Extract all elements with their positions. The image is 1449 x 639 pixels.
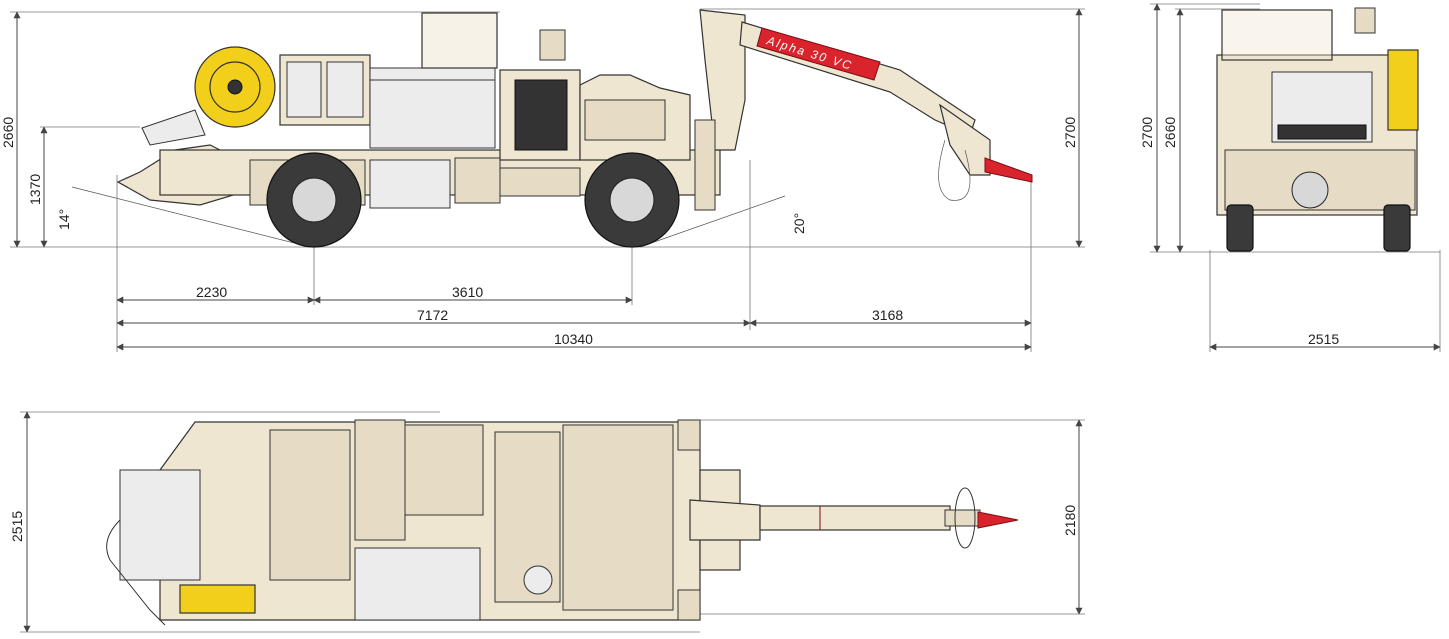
dim-front-height-label: 1370 <box>27 174 43 205</box>
rear-view: 2700 2660 2515 <box>1139 3 1441 352</box>
top-spray-nozzle <box>977 511 1019 529</box>
rear-right-wheel <box>1383 204 1411 252</box>
top-hose-reel <box>179 584 256 614</box>
side-view: 2660 1370 2700 14° 20° 2230 3610 7172 31… <box>0 8 1085 352</box>
spray-nozzle <box>984 157 1033 183</box>
rear-dim-height-label: 2700 <box>1139 117 1155 148</box>
top-view: 2515 2180 <box>9 411 1085 633</box>
rear-dim-width-label: 2515 <box>1308 331 1339 347</box>
dim-front-angle-label: 14° <box>56 209 72 230</box>
top-dim-boom-width-label: 2180 <box>1062 505 1078 536</box>
dim-total-length-label: 10340 <box>554 331 593 347</box>
dim-front-overhang-label: 2230 <box>196 284 227 300</box>
dim-rear-angle-label: 20° <box>791 213 807 234</box>
dim-boom-reach-label: 3168 <box>872 307 903 323</box>
dim-machine-length-label: 7172 <box>417 307 448 323</box>
top-dim-width-label: 2515 <box>9 511 25 542</box>
dim-overall-height-label: 2700 <box>1062 117 1078 148</box>
rear-machine <box>1216 7 1419 252</box>
dim-body-height-label: 2660 <box>0 117 16 148</box>
rear-left-wheel <box>1226 204 1254 252</box>
rear-dim-body-height-label: 2660 <box>1162 117 1178 148</box>
top-machine <box>106 419 1019 626</box>
side-machine: Alpha 30 VC <box>116 9 1033 248</box>
dim-wheelbase-label: 3610 <box>452 284 483 300</box>
